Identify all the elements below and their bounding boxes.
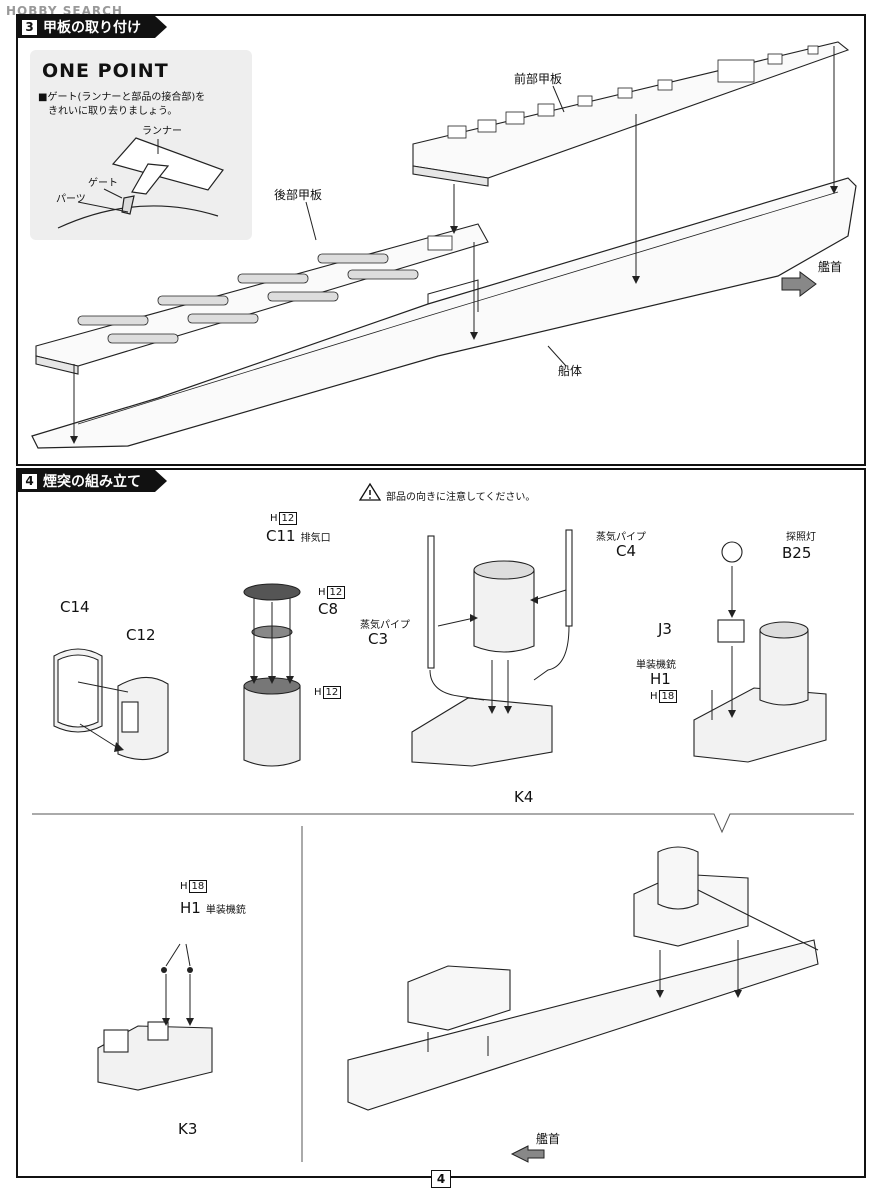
label-c4: C4	[616, 542, 637, 560]
label-k3: K3	[178, 1120, 198, 1138]
one-point-title: ONE POINT	[42, 60, 169, 82]
label-rear-deck: 後部甲板	[274, 188, 323, 202]
label-gate: ゲート	[88, 178, 118, 189]
step4-number: 4	[22, 473, 37, 489]
label-runner: ランナー	[142, 126, 182, 137]
label-bow: 艦首	[818, 260, 843, 274]
label-c14: C14	[60, 598, 90, 616]
label-steam-pipe-c4: 蒸気パイプ	[596, 532, 646, 543]
step3-number: 3	[22, 19, 37, 35]
step4-drawing	[32, 482, 854, 1163]
label-bow-bottom: 艦首	[536, 1132, 561, 1146]
step4-header: 4 煙突の組み立て	[18, 470, 167, 492]
label-j3: J3	[658, 620, 672, 638]
label-front-deck: 前部甲板	[514, 72, 563, 86]
label-h1-b: H1 単装機銃	[180, 899, 246, 917]
label-c3: C3	[368, 630, 389, 648]
page-number: 4	[431, 1170, 451, 1188]
step4-panel: 4 煙突の組み立て	[16, 468, 866, 1178]
label-h1-a: H1	[650, 670, 671, 688]
caution-text: 部品の向きに注意してください。	[386, 492, 536, 503]
label-parts: パーツ	[56, 194, 86, 205]
step3-drawing	[30, 41, 857, 449]
one-point-text-line2: きれいに取り去りましょう。	[48, 106, 178, 117]
step3-panel: 3 甲板の取り付け	[16, 14, 866, 466]
label-c11: C11 排気口	[266, 527, 331, 545]
step3-header: 3 甲板の取り付け	[18, 16, 167, 38]
label-c12: C12	[126, 626, 156, 644]
label-c8: C8	[318, 600, 339, 618]
label-searchlight: 探照灯	[786, 532, 816, 543]
one-point-text-line1: ■ゲート(ランナーと部品の接合部)を	[38, 92, 206, 103]
label-hull: 船体	[558, 364, 583, 378]
label-single-mg-a: 単装機銃	[636, 660, 676, 671]
label-k4: K4	[514, 788, 534, 806]
step4-title: 煙突の組み立て	[43, 474, 141, 490]
step3-title: 甲板の取り付け	[43, 20, 141, 36]
label-steam-pipe-c3: 蒸気パイプ	[360, 620, 410, 631]
label-b25: B25	[782, 544, 812, 562]
